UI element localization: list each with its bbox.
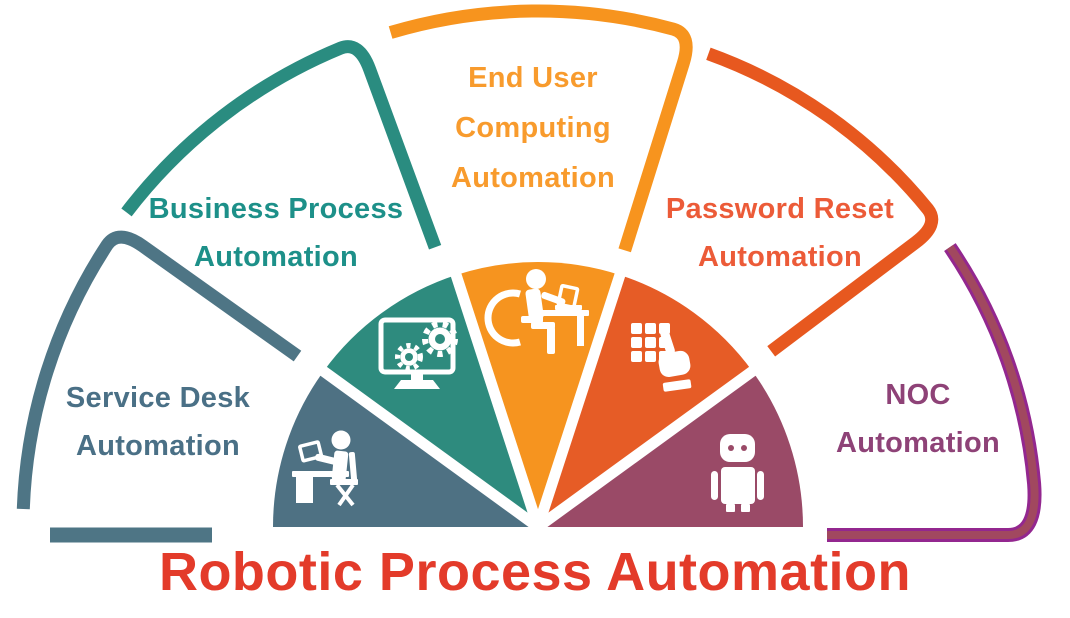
label-password-reset-automation: Password Reset Automation (665, 193, 895, 273)
monitor-gears-icon (378, 317, 458, 389)
segment-divider (444, 253, 544, 529)
outline-arc-password-reset (706, 47, 939, 357)
keypad-hand-icon (631, 323, 692, 392)
outline-arc-noc-inner (827, 244, 1039, 539)
segment-divider (532, 253, 632, 529)
fan-segment-business-process (323, 275, 538, 527)
fan-segment-password-reset (538, 275, 753, 527)
outline-arc-business-process (121, 40, 442, 250)
outline-arc-end-user-computing (388, 4, 693, 253)
label-noc-automation: NOC Automation (835, 379, 1001, 459)
segment-divider (534, 354, 773, 532)
robot-icon (711, 434, 764, 512)
segment-divider (303, 354, 542, 532)
outline-arc-service-desk (16, 230, 302, 510)
label-service-desk-automation: Service Desk Automation (65, 382, 251, 462)
main-title: Robotic Process Automation (158, 542, 912, 602)
person-laptop-icon (484, 269, 589, 354)
label-end-user-computing-automation: End User Computing Automation (450, 62, 616, 194)
person-at-desk-icon (292, 430, 358, 507)
label-business-process-automation: Business Process Automation (148, 193, 404, 273)
